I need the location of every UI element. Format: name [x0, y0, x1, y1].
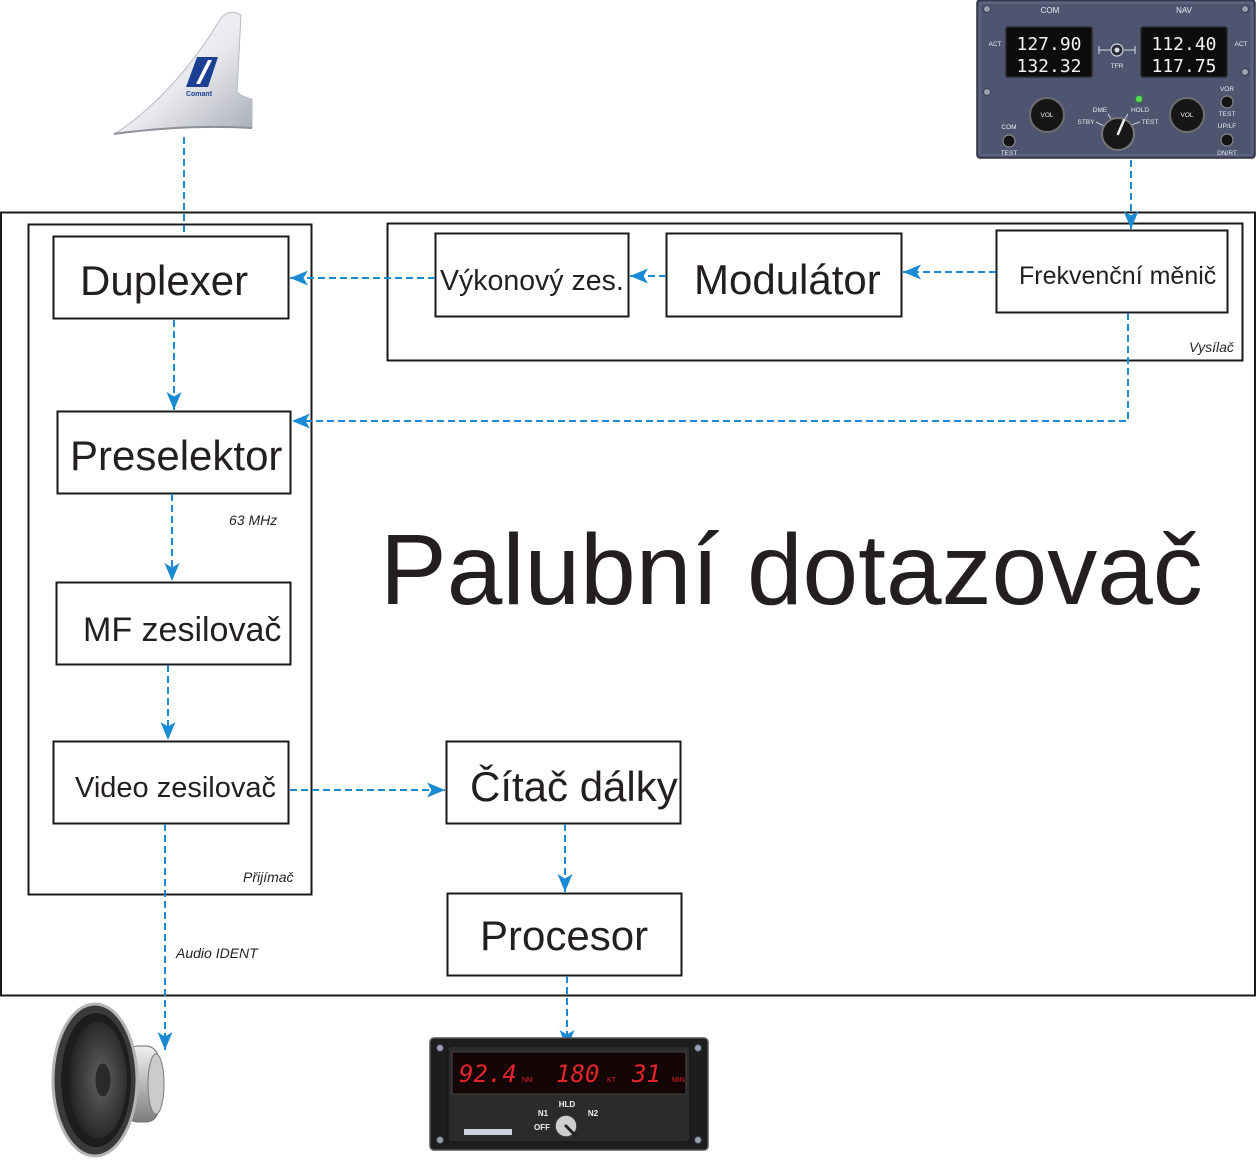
com-volume-knob [1029, 97, 1065, 133]
indicator-display-window [451, 1051, 687, 1095]
mode-hold-label: HOLD [1131, 107, 1149, 114]
interrogator-outer-frame [0, 211, 1256, 997]
screw [436, 1044, 444, 1052]
radio-control-panel-image: COM NAV ACT ACT 127.90 132.32 112.40 117… [976, 0, 1256, 159]
transfer-button-center [1114, 47, 1120, 53]
fuselage-line [113, 125, 253, 135]
nav-frequency-display [1140, 26, 1228, 78]
transmitter-frame [386, 222, 1244, 362]
com-test-bottom-label: TEST [1001, 150, 1018, 157]
if-frequency-note: 63 MHz [229, 512, 277, 528]
knob-hold-label: HLD [559, 1100, 576, 1109]
up-left-label: UP/LF [1218, 123, 1236, 130]
antenna-tail-fin-image: Comant [113, 11, 253, 135]
if-amplifier-label: MF zesilovač [83, 611, 281, 649]
dme-indicator-image: 92.4 NM 180 KT 31 MIN HLD N1 N2 OFF [429, 1037, 709, 1151]
video-amplifier-label: Video zesilovač [75, 772, 276, 804]
nav-volume-knob [1169, 97, 1205, 133]
modulator-label: Modulátor [694, 256, 881, 303]
speed-unit: KT [607, 1077, 617, 1084]
video-amplifier-block [52, 740, 290, 825]
screw [1241, 68, 1249, 76]
preselector-label: Preselektor [70, 432, 282, 479]
com-standby-frequency: 132.32 [1016, 56, 1081, 77]
panel-bevel [979, 2, 1253, 156]
flow-frequency-converter-to-preselector [292, 313, 1129, 429]
distance-unit: NM [522, 1077, 533, 1084]
vor-test-top-label: VOR [1220, 86, 1234, 93]
knob-off-label: OFF [534, 1123, 550, 1132]
power-amplifier-block [434, 232, 630, 318]
power-amplifier-label: Výkonový zes. [440, 265, 624, 297]
time-readout: 31 [631, 1060, 661, 1088]
processor-label: Procesor [480, 912, 648, 959]
processor-block [446, 892, 683, 977]
audio-ident-note: Audio IDENT [175, 945, 259, 961]
preselector-block [56, 410, 292, 495]
nav-header: NAV [1176, 6, 1193, 15]
transmitter-section-label: Vysílač [1189, 339, 1234, 355]
mode-dme-label: DME [1093, 107, 1108, 114]
knob-n2-label: N2 [588, 1109, 599, 1118]
mode-selector-pointer [1116, 118, 1126, 136]
transfer-arrows-icon [1098, 46, 1136, 54]
ground-speed-readout: 180 [556, 1060, 599, 1088]
down-right-label: DN/RT [1217, 150, 1237, 157]
com-volume-label: VOL [1040, 112, 1053, 119]
com-active-frequency: 127.90 [1016, 34, 1081, 55]
duplexer-label: Duplexer [80, 257, 248, 304]
tail-fin-shape [113, 11, 253, 135]
nav-act-label: ACT [1235, 41, 1248, 48]
screw [983, 88, 991, 96]
nav-standby-frequency: 117.75 [1151, 56, 1216, 77]
com-test-button [1002, 134, 1016, 148]
speaker-image [51, 1002, 165, 1158]
range-counter-label: Čítač dálky [470, 763, 678, 810]
com-test-top-label: COM [1001, 124, 1016, 131]
time-unit: MIN [672, 1077, 685, 1084]
frequency-converter-block [995, 229, 1229, 314]
screw [983, 5, 991, 13]
com-frequency-display [1005, 26, 1093, 78]
nav-volume-label: VOL [1180, 112, 1193, 119]
com-header: COM [1041, 6, 1060, 15]
screw [694, 1044, 702, 1052]
distance-readout: 92.4 [459, 1060, 517, 1088]
transfer-label: TFR [1111, 63, 1124, 70]
speaker-magnet-cap [147, 1053, 165, 1115]
screw [1241, 5, 1249, 13]
speaker-dust-cap [94, 1062, 112, 1098]
vor-test-bottom-label: TEST [1219, 111, 1236, 118]
modulator-block [665, 232, 903, 318]
range-counter-block [445, 740, 682, 825]
receiver-frame [27, 223, 313, 896]
duplexer-block [52, 235, 290, 320]
mode-tick-marks [1095, 113, 1141, 127]
receiver-section-label: Přijímač [243, 869, 294, 885]
nav-active-frequency: 112.40 [1151, 34, 1216, 55]
antenna-logo-stripe [196, 60, 212, 84]
transfer-button [1098, 43, 1136, 57]
if-amplifier-block [55, 581, 292, 666]
vor-test-button [1220, 95, 1234, 109]
screw [436, 1136, 444, 1144]
led-indicator [1135, 95, 1143, 103]
up-down-button [1220, 133, 1234, 147]
maker-plate [464, 1129, 512, 1135]
screw [694, 1136, 702, 1144]
knob-n1-label: N1 [538, 1109, 549, 1118]
antenna-logo-text: Comant [186, 91, 213, 98]
diagram-title: Palubní dotazovač [380, 514, 1203, 626]
mode-knob-pointer [564, 1124, 577, 1137]
mode-test-label: TEST [1142, 119, 1159, 126]
frequency-converter-label: Frekvenční měnič [1019, 262, 1216, 290]
com-act-label: ACT [989, 41, 1002, 48]
mode-stby-label: STBY [1078, 119, 1096, 126]
